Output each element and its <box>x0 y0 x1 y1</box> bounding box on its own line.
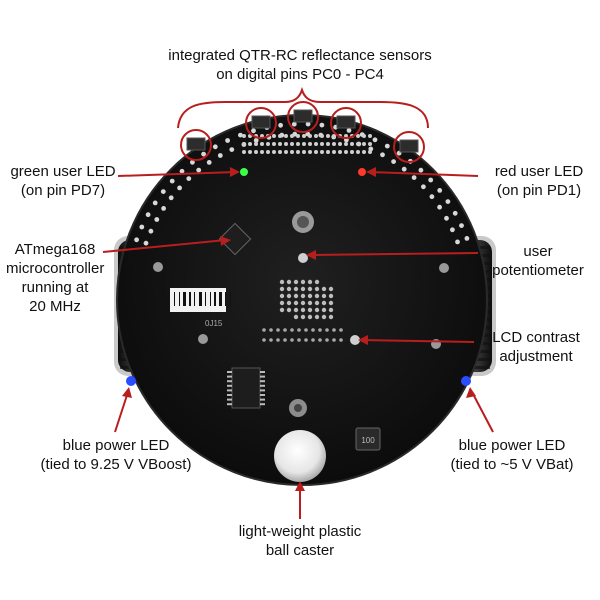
barcode-text: 0J15 <box>205 319 223 328</box>
callouts <box>102 86 494 519</box>
user-potentiometer <box>292 211 314 263</box>
barcode-sticker <box>170 288 231 312</box>
label-ball-caster: light-weight plastic ball caster <box>238 523 362 559</box>
top-header-grid <box>242 134 372 154</box>
label-reflectance-sensors: integrated QTR-RC reflectance sensors on… <box>168 47 432 83</box>
edge-header-pads <box>134 121 470 246</box>
mounting-screws <box>153 262 449 417</box>
label-lcd-contrast: LCD contrast adjustment <box>492 329 580 365</box>
red-user-led <box>358 168 366 176</box>
motor-driver-chip <box>227 367 265 409</box>
blue-power-led-right <box>461 376 471 386</box>
reflectance-sensors <box>186 109 419 153</box>
inductor: 100 <box>355 427 381 451</box>
blue-power-led-left <box>126 376 136 386</box>
green-user-led <box>240 168 248 176</box>
label-atmega168: ATmega168 microcontroller running at 20 … <box>6 241 105 315</box>
lcd-contrast-trimmer <box>350 335 360 345</box>
ball-caster <box>274 430 326 482</box>
atmega168-chip <box>218 222 252 256</box>
arrowheads <box>122 167 476 491</box>
prototype-hole-grid <box>262 279 343 342</box>
label-green-user-led: green user LED (on pin PD7) <box>10 163 116 199</box>
svg-text:100: 100 <box>361 436 375 445</box>
label-blue-led-left: blue power LED (tied to 9.25 V VBoost) <box>40 437 192 473</box>
label-blue-led-right: blue power LED (tied to ~5 V VBat) <box>450 437 574 473</box>
label-user-potentiometer: user potentiometer <box>492 243 584 279</box>
label-red-user-led: red user LED (on pin PD1) <box>494 163 584 199</box>
